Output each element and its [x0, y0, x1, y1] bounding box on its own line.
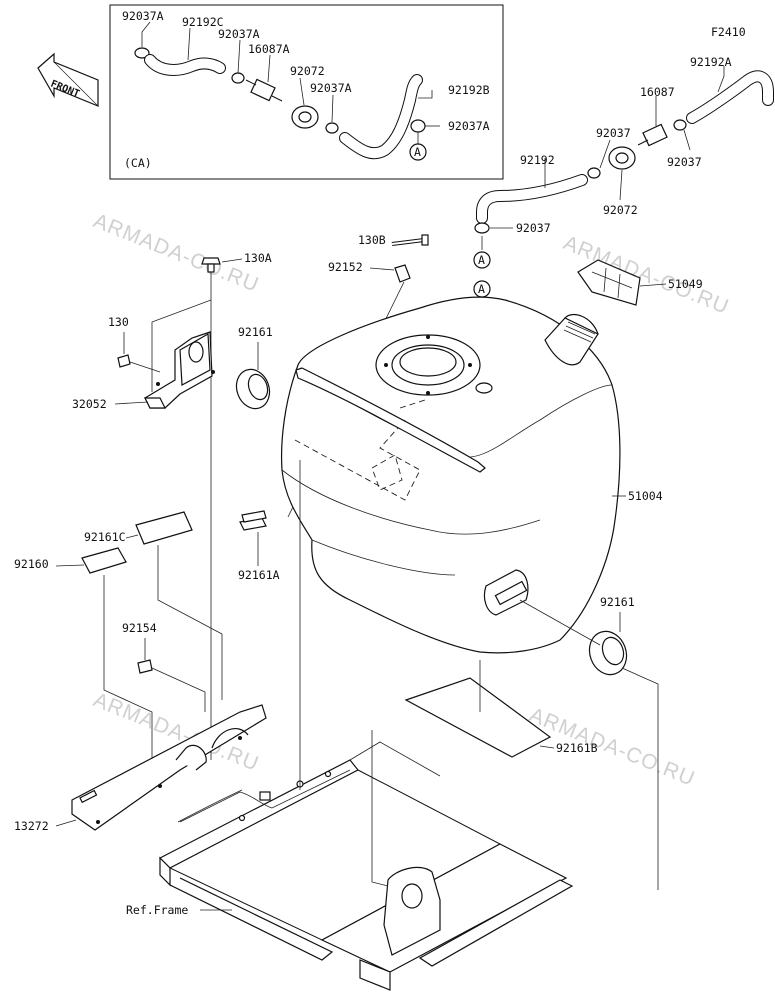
part-label-92192b: 92192B	[448, 83, 490, 97]
part-label-92037: 92037	[516, 221, 551, 235]
bolt-130	[117, 354, 131, 368]
circle-marker-a: A	[478, 253, 485, 267]
watermark: ARMADA-CO.RU	[90, 209, 262, 296]
part-label-92192: 92192	[520, 153, 555, 167]
part-label-51049: 51049	[668, 277, 703, 291]
part-label-92037a: 92037A	[218, 27, 260, 41]
fuel-tank-51004	[281, 296, 621, 654]
pad-92161b	[404, 677, 552, 758]
part-label-92161a: 92161A	[238, 568, 280, 582]
part-label-92037: 92037	[596, 126, 631, 140]
part-label-92160: 92160	[14, 557, 49, 571]
part-label-92037a: 92037A	[448, 119, 490, 133]
part-label-16087: 16087	[640, 85, 675, 99]
figure-code: F2410	[711, 25, 746, 39]
part-label-51004: 51004	[628, 489, 663, 503]
part-label-92161: 92161	[600, 595, 635, 609]
part-label-130: 130	[108, 315, 129, 329]
part-label-92161b: 92161B	[556, 741, 598, 755]
clip-92161a	[239, 510, 267, 531]
ca-hose-assembly: A	[134, 21, 440, 161]
part-label-92192c: 92192C	[182, 15, 224, 29]
bolt-130b	[391, 234, 429, 246]
front-arrow-icon: FRONT	[37, 52, 99, 107]
part-label-32052: 32052	[72, 397, 107, 411]
grommet-92161-lower	[588, 630, 628, 676]
part-label-130b: 130B	[358, 233, 386, 247]
part-label-92192a: 92192A	[690, 55, 732, 69]
pad-92161c	[135, 511, 193, 545]
part-label-92072: 92072	[603, 203, 638, 217]
part-label-130a: 130A	[244, 251, 272, 265]
pad-92160	[81, 547, 127, 574]
bracket-13272	[71, 704, 267, 831]
bolt-92154	[137, 659, 153, 674]
part-label-92161c: 92161C	[84, 530, 126, 544]
part-label-92154: 92154	[122, 621, 157, 635]
part-label-92161: 92161	[238, 325, 273, 339]
bolt-130a	[201, 257, 221, 273]
vehicle-frame	[158, 741, 574, 991]
watermark: ARMADA-CO.RU	[526, 703, 698, 790]
circle-marker-a: A	[478, 282, 485, 296]
tank-strap	[295, 367, 486, 473]
part-label-16087a: 16087A	[248, 42, 290, 56]
part-label-92037a: 92037A	[310, 81, 352, 95]
ca-label: (CA)	[124, 156, 152, 170]
bracket-32052	[144, 331, 215, 409]
ca-inset-box	[109, 4, 504, 180]
part-label-92152: 92152	[328, 260, 363, 274]
part-label-13272: 13272	[14, 819, 49, 833]
circle-marker-a: A	[414, 145, 421, 159]
grommet-92161-upper	[235, 368, 271, 410]
part-label-92072: 92072	[290, 64, 325, 78]
breather-hose-assembly: A A	[473, 66, 774, 380]
part-label-92037: 92037	[667, 155, 702, 169]
fuel-cap-51049	[577, 259, 641, 306]
part-label-92037a: 92037A	[122, 9, 164, 23]
ref-frame-label: Ref.Frame	[126, 903, 188, 917]
